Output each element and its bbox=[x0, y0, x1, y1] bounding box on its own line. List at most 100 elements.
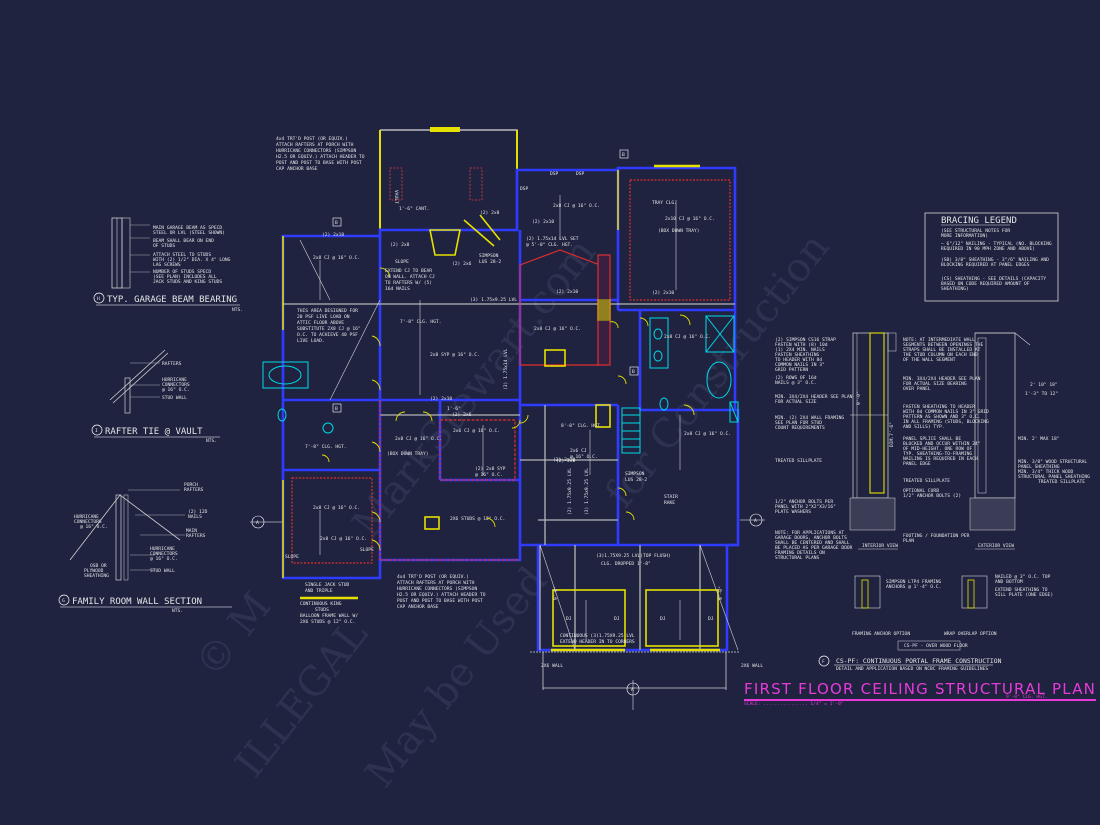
label-1-6: 1'-6" bbox=[447, 406, 461, 412]
svg-text:ANCHORS @ 1'-4" O.C.: ANCHORS @ 1'-4" O.C. bbox=[886, 584, 941, 590]
exterior-view-label: EXTERIOR VIEW bbox=[978, 543, 1014, 549]
label-cj2: 2x8 CJ @ 16" O.C. bbox=[313, 505, 360, 511]
label-2x6b: (2) 2x6 bbox=[452, 412, 472, 418]
svg-text:FASTEN WITH (8) 10d: FASTEN WITH (8) 10d bbox=[775, 342, 828, 348]
note-garage-1: 20 PSF LIVE LOAD ON bbox=[297, 314, 350, 320]
bracing-legend: BRACING LEGEND (SEE STRUCTURAL NOTES FOR… bbox=[924, 212, 1059, 302]
over-wood-label: CS-PF - OVER WOOD FLOOR bbox=[904, 643, 968, 649]
svg-text:PLATE WASHERS: PLATE WASHERS bbox=[775, 509, 811, 515]
note-post-bot-0: 4x4 TRT'D POST (OR EQUIV.) bbox=[397, 574, 469, 580]
note-post-top-1: ATTACH RAFTERS AT PORCH WITH bbox=[276, 142, 354, 148]
svg-text:AND SILLS) TYP.: AND SILLS) TYP. bbox=[903, 424, 945, 430]
label-syp3: @ 16" O.C. bbox=[475, 472, 503, 478]
label-2x10f: (2) 2x10 bbox=[553, 457, 575, 463]
note-up-0: (3)1.75X9.25 LVL(TOP FLUSH) bbox=[596, 553, 671, 559]
svg-text:1/2" ANCHOR BOLTS (2): 1/2" ANCHOR BOLTS (2) bbox=[903, 493, 961, 499]
svg-text:A: A bbox=[256, 520, 259, 526]
label-simpson2b: LUS 28-2 bbox=[625, 477, 647, 483]
label-lvl3: (3) 1.75x9.25 LVL bbox=[584, 468, 590, 515]
note-up-1: CLG. DROPPED 1'-8" bbox=[601, 561, 651, 567]
marker-b3: B bbox=[332, 403, 342, 413]
svg-text:OF THE WALL SEGMENT: OF THE WALL SEGMENT bbox=[903, 357, 956, 363]
note-garage-0: THIS AREA DESIGNED FOR bbox=[297, 308, 358, 314]
label-2x6: (2) 2x6 bbox=[452, 261, 472, 267]
label-2x8b: (2) 2x8 bbox=[480, 210, 500, 216]
svg-text:PATTERN AS SHOWN AND 3" O.C.: PATTERN AS SHOWN AND 3" O.C. bbox=[903, 414, 980, 420]
svg-text:MIN. (2) 2X4 WALL FRAMING: MIN. (2) 2X4 WALL FRAMING bbox=[775, 415, 844, 421]
svg-text:OF MID-HEIGHT. ONE ROW OF: OF MID-HEIGHT. ONE ROW OF bbox=[903, 446, 972, 452]
label-2x6wall-1: 2X6 WALL bbox=[541, 663, 563, 669]
note-post-top-4: POST AND POST TO BASE WITH POST bbox=[276, 160, 362, 166]
label-vault: VAULT bbox=[393, 190, 399, 204]
note-post-bot-2: HURRICANE CONNECTORS (SIMPSON bbox=[397, 586, 477, 592]
svg-text:B: B bbox=[632, 369, 635, 375]
label-tray: TRAY CLG. bbox=[652, 200, 677, 206]
svg-text:MIN. 3X4/2X4 HEADER SEE PLAN: MIN. 3X4/2X4 HEADER SEE PLAN bbox=[775, 394, 853, 400]
svg-text:STUD WALL: STUD WALL bbox=[162, 395, 187, 401]
label-clg3: 7'-8" CLG. HGT. bbox=[305, 444, 347, 450]
svg-text:IN ALL FRAMING (STUDS, BLOCKIN: IN ALL FRAMING (STUDS, BLOCKING bbox=[903, 419, 989, 425]
note-post-bot-5: CAP ANCHOR BASE bbox=[397, 604, 439, 610]
svg-text:LAG SCREWS: LAG SCREWS bbox=[153, 262, 181, 268]
label-2x8c: (2) 2x8 bbox=[556, 458, 576, 464]
svg-text:FASTEN SHEATHING: FASTEN SHEATHING bbox=[775, 352, 819, 358]
svg-text:WITH (2) 1/2" DIA. X 4" LONG: WITH (2) 1/2" DIA. X 4" LONG bbox=[153, 257, 231, 263]
note-post-top-0: 4x4 TRT'D POST (OR EQUIV.) bbox=[276, 136, 348, 142]
svg-text:NAILS: NAILS bbox=[188, 514, 202, 520]
yellow-elements bbox=[282, 164, 720, 652]
label-cj6: 2x8 CJ @ 16" O.C. bbox=[534, 326, 581, 332]
page-title: FIRST FLOOR CEILING STRUCTURAL PLAN bbox=[744, 680, 1097, 701]
svg-text:CONNECTORS: CONNECTORS bbox=[162, 382, 190, 388]
svg-text:GARAGE DOORS, ANCHOR BOLTS: GARAGE DOORS, ANCHOR BOLTS bbox=[775, 535, 847, 541]
svg-text:NUMBER OF STUDS SPECD: NUMBER OF STUDS SPECD bbox=[153, 269, 211, 275]
svg-text:TYP. SHEATHING-TO-FRAMING: TYP. SHEATHING-TO-FRAMING bbox=[903, 451, 972, 457]
label-dsp2: DSP bbox=[576, 171, 585, 177]
label-slope-2: SLOPE bbox=[285, 554, 299, 560]
detail-g-marker: G bbox=[62, 598, 65, 604]
svg-text:STUD WALL: STUD WALL bbox=[150, 568, 175, 574]
detail-f-subtitle: DETAIL AND APPLICATION BASED ON NCBC FRA… bbox=[836, 666, 988, 672]
note-jack-3: STUDS bbox=[315, 607, 329, 613]
svg-text:NTS.: NTS. bbox=[232, 307, 243, 313]
svg-text:RAFTERS: RAFTERS bbox=[184, 487, 204, 493]
scale-note: SCALE: ................ 1/4" = 1'-0" bbox=[744, 702, 844, 707]
svg-text:NTS.: NTS. bbox=[172, 608, 183, 614]
note-lvl-0: (2) 1.75x14 LVL SET bbox=[526, 236, 579, 242]
label-2x10b: (2) 2x10 bbox=[430, 396, 452, 402]
svg-text:ATTACH STEEL TO STUDS: ATTACH STEEL TO STUDS bbox=[153, 252, 211, 258]
note-jack-4: BALLOON FRAME WALL W/ bbox=[300, 613, 358, 619]
svg-text:OSB OR: OSB OR bbox=[90, 563, 107, 569]
svg-text:STRAPS SHALL BE INSTALLED AT: STRAPS SHALL BE INSTALLED AT bbox=[903, 347, 981, 353]
svg-text:PORCH: PORCH bbox=[184, 482, 198, 488]
svg-text:FOR ACTUAL SIZE BEARING: FOR ACTUAL SIZE BEARING bbox=[903, 381, 967, 387]
svg-text:GRID PATTERN: GRID PATTERN bbox=[775, 367, 808, 373]
note-simpson-0: SIMPSON bbox=[479, 253, 499, 259]
svg-text:OPTIONAL CURB: OPTIONAL CURB bbox=[903, 488, 939, 494]
svg-text:@ 16" O.C.: @ 16" O.C. bbox=[162, 387, 190, 393]
note-jack-0: SINGLE JACK STUD bbox=[305, 582, 349, 588]
note-extend-0: EXTEND CJ TO BEAR bbox=[385, 268, 432, 274]
label-cj12: @ 16" O.C. bbox=[570, 454, 598, 460]
svg-text:BE PLACED AS PER GARAGE DOOR: BE PLACED AS PER GARAGE DOOR bbox=[775, 545, 853, 551]
svg-text:2' 10" 18": 2' 10" 18" bbox=[1030, 382, 1058, 388]
marker-b2: B bbox=[619, 149, 629, 159]
svg-text:CONNECTORS: CONNECTORS bbox=[74, 519, 102, 525]
watermark-line-2: MarkStewart.com bbox=[344, 230, 605, 547]
svg-text:(CS) SHEATHING - SEE DETAILS (: (CS) SHEATHING - SEE DETAILS (CAPACITY bbox=[941, 276, 1046, 282]
svg-text:TREATED SILLPLATE: TREATED SILLPLATE bbox=[1038, 479, 1085, 485]
wrap-overlap-label: WRAP OVERLAP OPTION bbox=[944, 631, 997, 637]
svg-text:1/2" ANCHOR BOLTS PER: 1/2" ANCHOR BOLTS PER bbox=[775, 499, 833, 505]
note-jack-1: AND TRIPLE bbox=[305, 588, 333, 594]
section-markers: B B B B A A A bbox=[250, 149, 765, 710]
label-lvl2: (3) 1.75x14 LVL bbox=[503, 348, 509, 390]
plan-notes: 4x4 TRT'D POST (OR EQUIV.) ATTACH RAFTER… bbox=[276, 136, 763, 669]
note-simpson-1: LUS 28-2 bbox=[479, 259, 501, 265]
svg-text:RAFTERS: RAFTERS bbox=[186, 533, 206, 539]
detail-portal-frame: (2) SIMPSON CS16 STRAP FASTEN WITH (8) 1… bbox=[775, 332, 1090, 672]
ceiling-height-note: 9'-0" CLG. HGT. bbox=[1006, 695, 1048, 700]
svg-text:OVER PANEL: OVER PANEL bbox=[903, 386, 931, 392]
note-post-bot-1: ATTACH RAFTERS AT PORCH WITH bbox=[397, 580, 475, 586]
note-garage-5: LIVE LOAD. bbox=[297, 338, 325, 344]
